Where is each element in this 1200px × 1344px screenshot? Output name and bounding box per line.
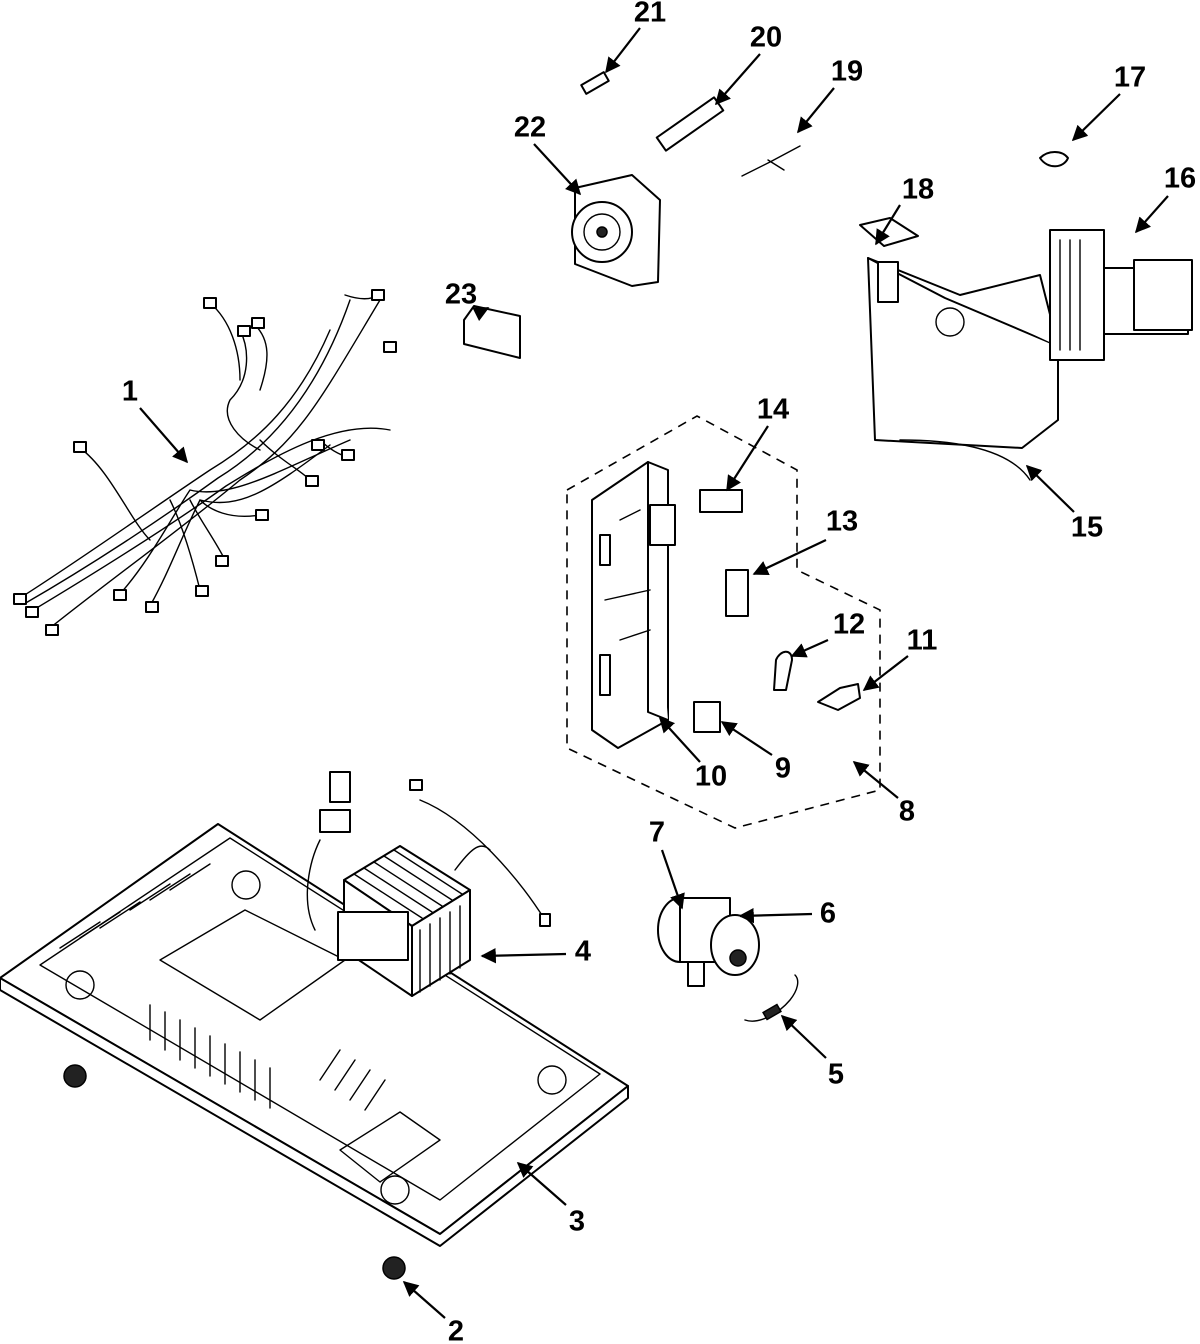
callout-23: 23: [444, 278, 478, 311]
pin-part-21: [580, 71, 610, 95]
callout-9: 9: [774, 752, 792, 785]
leader-12: [790, 638, 829, 658]
fuse-part-19: [741, 145, 801, 177]
leader-20: [714, 53, 761, 106]
switch-part-13: [725, 569, 749, 617]
callout-16: 16: [1163, 162, 1197, 195]
callout-15: 15: [1070, 511, 1104, 544]
label-block-part-23: [463, 305, 521, 359]
callout-3: 3: [568, 1205, 586, 1238]
leader-21: [605, 27, 641, 74]
callout-18: 18: [901, 173, 935, 206]
resistor-part: [744, 974, 799, 1022]
switch-part-9: [693, 701, 721, 733]
callout-17: 17: [1113, 61, 1147, 94]
callout-5: 5: [827, 1058, 845, 1091]
callout-8: 8: [898, 795, 916, 828]
base-plate-part: [0, 823, 629, 1247]
callout-14: 14: [756, 393, 790, 426]
leader-10: [658, 716, 701, 763]
leader-7: [660, 849, 685, 910]
leader-11: [862, 655, 909, 691]
motor-capacitor-part: [657, 897, 760, 987]
leader-22: [533, 143, 582, 196]
leader-19: [797, 87, 835, 134]
switch-part-14: [699, 489, 743, 513]
callout-1: 1: [121, 375, 139, 408]
leader-8: [852, 761, 899, 799]
callout-20: 20: [749, 21, 783, 54]
latch-board-part: [591, 461, 676, 749]
leader-2: [402, 1280, 446, 1319]
callout-11: 11: [906, 624, 938, 657]
leader-17: [1071, 93, 1121, 142]
leader-15: [1025, 464, 1075, 513]
leader-5: [780, 1014, 827, 1059]
callout-19: 19: [830, 55, 864, 88]
leader-6: [738, 907, 813, 924]
lever-part-11: [817, 683, 861, 711]
hook-part-12: [773, 650, 793, 691]
tube-part-20: [655, 96, 725, 152]
callout-6: 6: [819, 897, 837, 930]
callout-10: 10: [694, 760, 728, 793]
waveguide-part: [867, 257, 1059, 481]
callout-12: 12: [832, 608, 866, 641]
foot-part-left: [63, 1064, 87, 1088]
leader-14: [726, 425, 769, 492]
leader-16: [1134, 195, 1169, 234]
callout-4: 4: [574, 935, 592, 968]
fan-motor-part: [571, 174, 661, 287]
callout-21: 21: [633, 0, 667, 29]
leader-3: [516, 1161, 567, 1206]
transformer-part: [306, 771, 551, 997]
leader-13: [752, 539, 827, 576]
callout-22: 22: [513, 111, 547, 144]
leader-23: [472, 307, 490, 322]
callout-7: 7: [648, 816, 666, 849]
leader-18: [875, 204, 901, 246]
foot-part-bottom: [382, 1256, 406, 1280]
leader-lines: [139, 27, 1169, 1319]
leader-4: [480, 947, 567, 964]
callout-13: 13: [825, 505, 859, 538]
magnetron-part: [1049, 229, 1193, 361]
wire-harness-part: [13, 289, 397, 636]
callout-2: 2: [447, 1315, 465, 1344]
leader-9: [720, 721, 773, 756]
assembly-group-outline: [566, 415, 881, 829]
thermostat-part-17: [1039, 151, 1069, 168]
leader-1: [139, 407, 189, 464]
